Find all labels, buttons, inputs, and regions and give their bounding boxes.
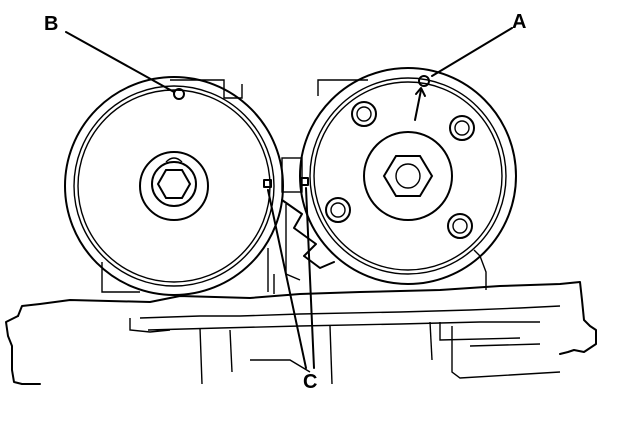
engine-body-outline bbox=[101, 79, 487, 293]
left-camshaft-pulley bbox=[64, 76, 284, 296]
right-camshaft-pulley bbox=[299, 67, 517, 285]
timing-marks bbox=[173, 75, 430, 188]
pulley-bolt-holes bbox=[325, 101, 475, 239]
callout-leaders bbox=[65, 27, 513, 369]
callout-label-c: C bbox=[303, 371, 318, 393]
callout-label-b: B bbox=[44, 13, 59, 35]
cylinder-head bbox=[5, 281, 597, 385]
callout-label-a: A bbox=[512, 11, 527, 33]
